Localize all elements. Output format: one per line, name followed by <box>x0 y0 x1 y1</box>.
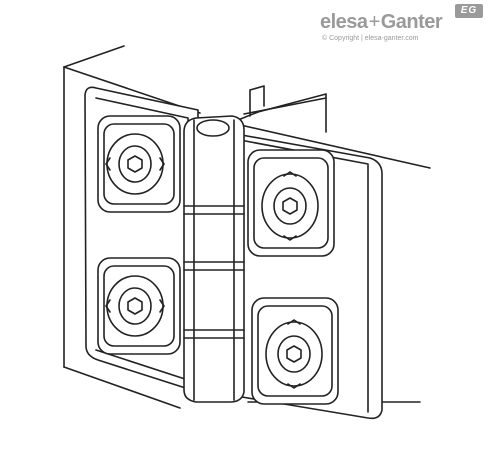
screw-top-right <box>247 149 335 257</box>
hinge-barrel <box>183 115 245 403</box>
brand-logo: elesa+Ganter <box>320 11 443 33</box>
brand-watermark: elesa+Ganter EG © Copyright | elesa-gant… <box>320 4 486 48</box>
copyright-text: © Copyright | elesa-ganter.com <box>322 35 419 42</box>
brand-logo-ganter: Ganter <box>380 11 443 33</box>
brand-logo-elesa: elesa <box>320 11 368 33</box>
brand-logo-plus: + <box>368 11 381 33</box>
screw-top-left <box>97 115 181 213</box>
brand-badge: EG <box>455 4 483 18</box>
screw-bottom-right <box>251 297 339 405</box>
screw-bottom-left <box>97 257 181 355</box>
